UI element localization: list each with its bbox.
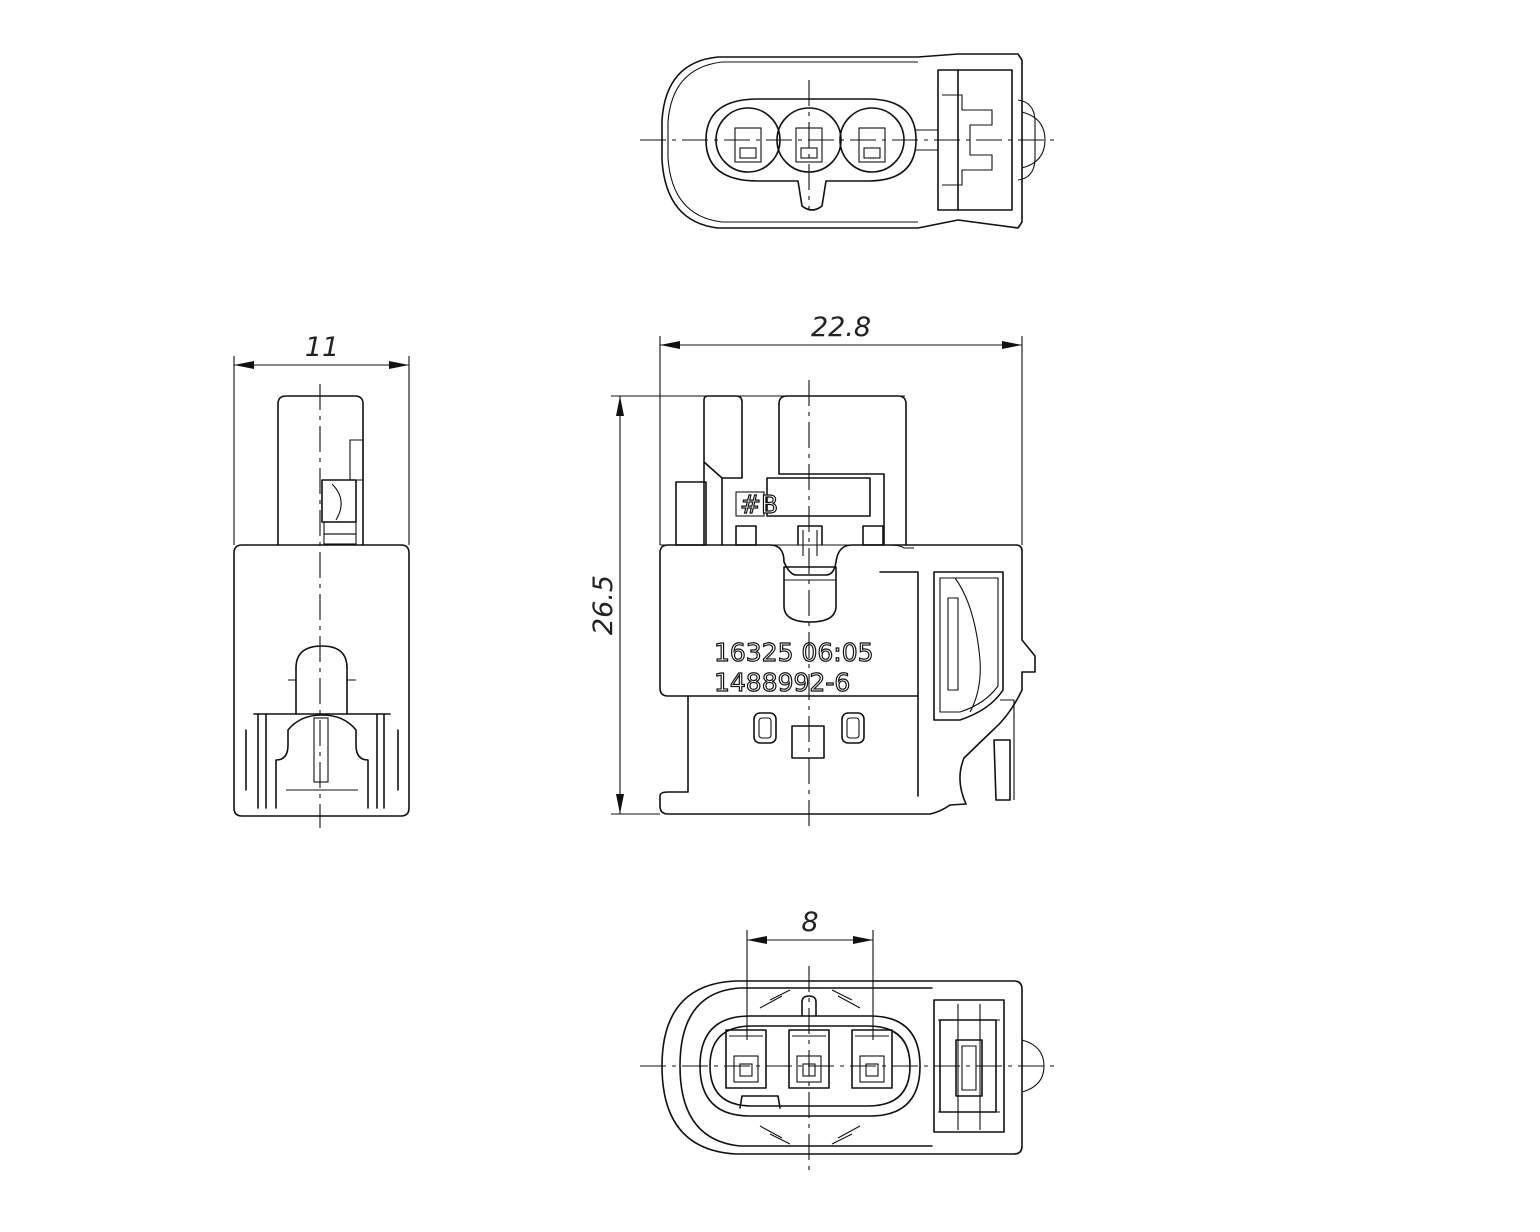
front-view: 22.8 26.5 #B 16325 <box>588 312 1036 830</box>
top-view <box>640 53 1058 229</box>
bottom-view: 8 <box>640 907 1058 1170</box>
side-width-dimension: 11 <box>305 332 339 363</box>
front-width-dimension: 22.8 <box>811 312 871 343</box>
part-number-marking: 1488992-6 <box>714 668 850 697</box>
side-view: 11 <box>233 332 410 828</box>
front-height-dimension: 26.5 <box>588 575 619 635</box>
material-mark-icon: #B <box>740 490 778 519</box>
code-line-marking: 16325 06:05 <box>714 638 874 667</box>
pin-pitch-dimension: 8 <box>801 907 818 938</box>
